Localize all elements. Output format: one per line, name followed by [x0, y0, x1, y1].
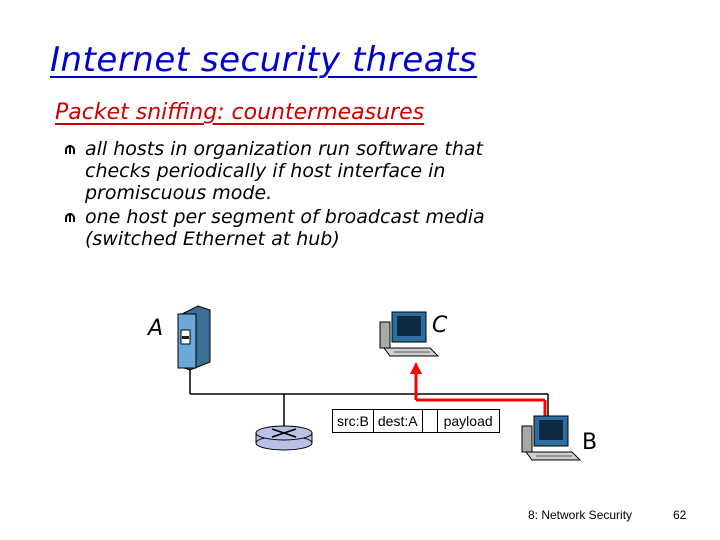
bullet-item: one host per segment of broadcast media …: [65, 206, 645, 250]
host-a-label: A: [148, 316, 164, 341]
slide-title: Internet security threats: [50, 40, 478, 80]
packet: src:B dest:A payload: [332, 409, 500, 433]
server-icon: [177, 305, 211, 371]
bullet-item: all hosts in organization run software t…: [65, 138, 645, 204]
packet-payload-field: payload: [443, 413, 493, 429]
footer-course: 8: Network Security: [528, 508, 633, 522]
host-b-label: B: [582, 430, 598, 455]
bullet-text: all hosts in organization run software t…: [85, 138, 483, 204]
packet-empty-field: [423, 410, 438, 432]
bullet-text: one host per segment of broadcast media …: [85, 206, 485, 250]
sniff-path: [410, 362, 547, 418]
bullet-list: all hosts in organization run software t…: [65, 138, 645, 252]
host-c-label: C: [432, 313, 448, 338]
arrowhead-icon: [410, 362, 422, 374]
bullet-icon: [65, 145, 75, 154]
bullet-icon: [65, 213, 75, 222]
packet-dest-field: dest:A: [374, 410, 423, 432]
workstation-icon: [521, 415, 582, 461]
router-icon: [255, 425, 313, 451]
slide-subtitle: Packet sniffing: countermeasures: [55, 100, 425, 125]
workstation-icon: [379, 311, 440, 357]
packet-src-field: src:B: [333, 410, 374, 432]
page-number: 62: [673, 508, 687, 522]
